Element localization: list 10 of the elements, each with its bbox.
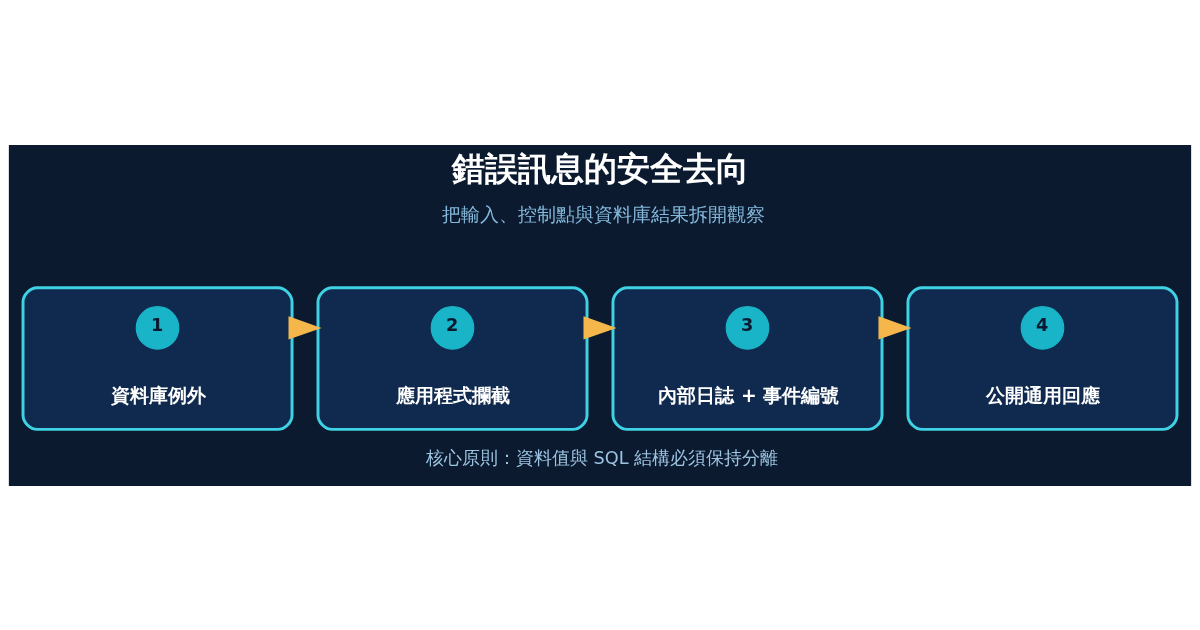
label: 核心原則：資料值與 SQL 結構必須保持分離: [425, 447, 779, 468]
node-circle: 3: [725, 305, 770, 350]
node-circle: 2: [430, 305, 475, 350]
arrow: [288, 315, 322, 339]
node-circle: 4: [1020, 305, 1065, 350]
diagram-title: 錯誤訊息的安全去向: [452, 148, 750, 188]
arrow: [878, 315, 912, 339]
label: 把輸入、控制點與資料庫結果拆開觀察: [441, 202, 765, 225]
node-circle: 1: [135, 305, 180, 350]
arrow: [583, 315, 617, 339]
